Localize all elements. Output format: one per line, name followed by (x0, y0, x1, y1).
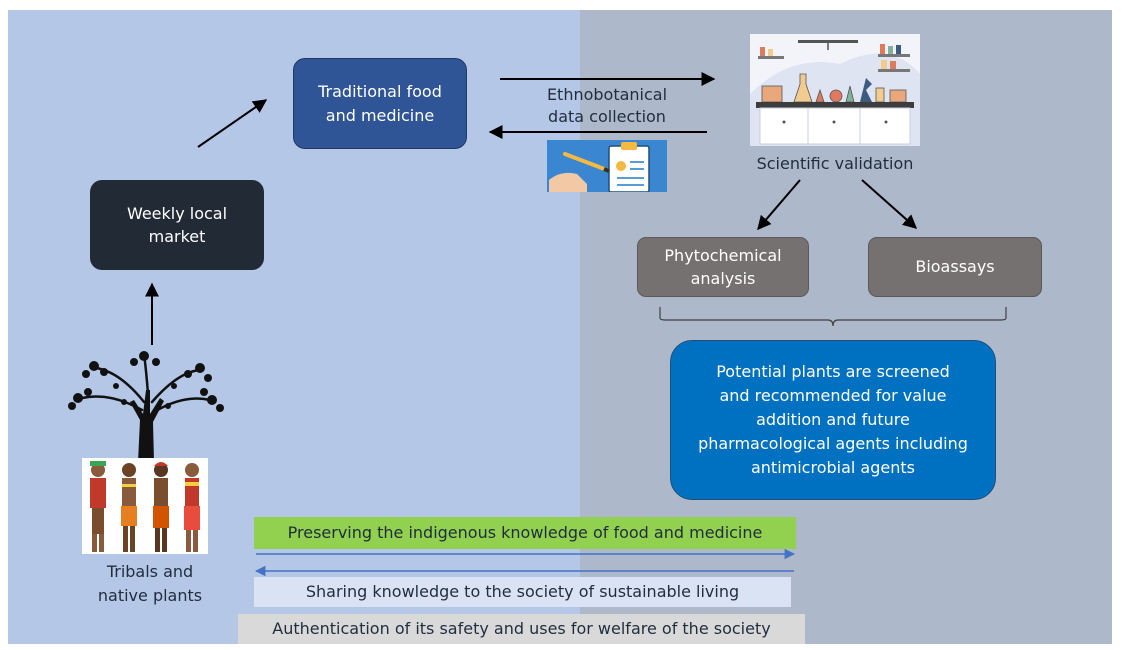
weekly-market-label: Weekly local market (126, 203, 228, 246)
potential-plants-box: Potential plants are screened and recomm… (670, 340, 996, 500)
bioassays-box: Bioassays (868, 237, 1042, 297)
authentication-bar: Authentication of its safety and uses fo… (238, 614, 805, 644)
tree-silhouette (68, 351, 224, 462)
arrow-market-to-traditional (197, 99, 268, 148)
person-2 (121, 463, 137, 552)
brace-connector (659, 307, 1007, 327)
scientific-validation-label: Scientific validation (756, 154, 914, 173)
sharing-knowledge-label: Sharing knowledge to the society of sust… (305, 582, 740, 602)
potential-plants-label: Potential plants are screened and recomm… (698, 362, 968, 477)
authentication-label: Authentication of its safety and uses fo… (272, 619, 771, 639)
preserving-knowledge-label: Preserving the indigenous knowledge of f… (287, 523, 763, 543)
bioassays-label: Bioassays (915, 257, 995, 277)
sharing-knowledge-bar: Sharing knowledge to the society of sust… (254, 577, 791, 607)
person-4 (184, 463, 200, 552)
arrow-validation-to-bioassays (861, 179, 918, 229)
tribal-people-illustration (82, 458, 208, 554)
traditional-food-box: Traditional food and medicine (293, 58, 467, 149)
laboratory-illustration (750, 34, 920, 146)
weekly-market-box: Weekly local market (90, 180, 264, 270)
person-3 (153, 462, 169, 552)
preserving-knowledge-bar: Preserving the indigenous knowledge of f… (254, 517, 796, 549)
traditional-food-label: Traditional food and medicine (318, 82, 442, 125)
ethnobotanical-label: Ethnobotanical data collection (546, 85, 668, 126)
phytochemical-box: Phytochemical analysis (637, 237, 809, 297)
clipboard-writing-icon (547, 140, 667, 192)
arrow-validation-to-phytochemical (757, 179, 801, 231)
phytochemical-label: Phytochemical analysis (664, 245, 782, 288)
tribals-label: Tribals and native plants (97, 562, 203, 605)
person-1 (90, 461, 106, 552)
